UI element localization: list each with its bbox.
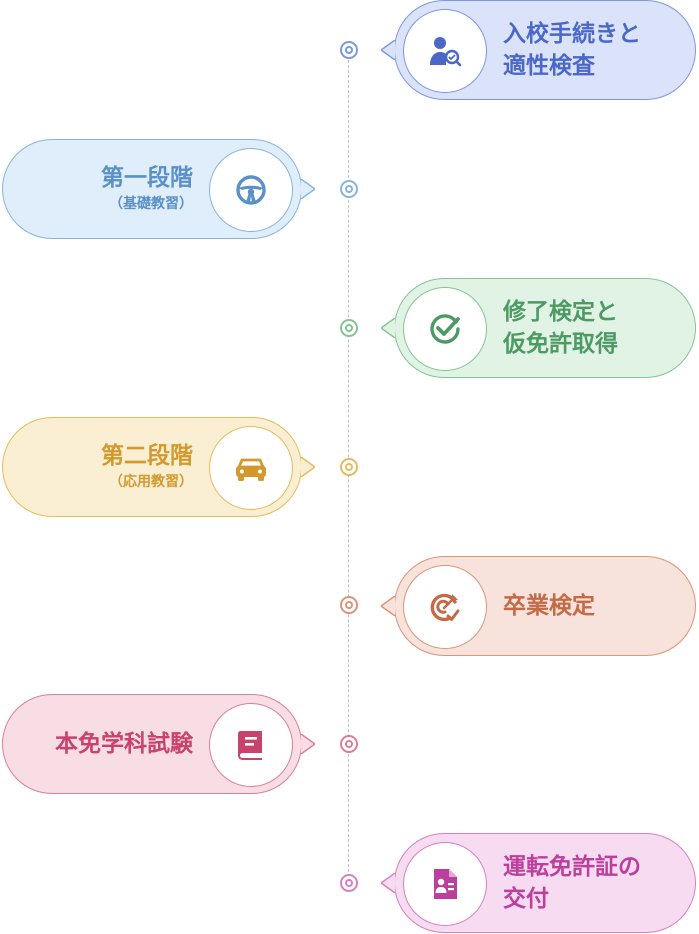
timeline-node-5 — [340, 596, 358, 614]
step-5-label: 卒業検定 — [503, 557, 595, 655]
icon-badge — [403, 565, 487, 649]
timeline-node-6 — [340, 735, 358, 753]
timeline-node-1 — [340, 41, 358, 59]
step-title: 修了検定と — [503, 299, 618, 325]
pointer-arrow — [381, 873, 395, 893]
step-title: 第二段階 — [101, 443, 193, 469]
timeline-node-4 — [340, 458, 358, 476]
icon-badge — [403, 842, 487, 926]
step-6-label: 本免学科試験 — [55, 695, 193, 793]
target-check-icon — [428, 590, 462, 624]
step-3-label: 修了検定と 仮免許取得 — [503, 279, 618, 377]
timeline-node-2 — [340, 180, 358, 198]
step-subtitle: （基礎教習） — [109, 196, 193, 212]
timeline-node-7 — [340, 874, 358, 892]
pointer-arrow — [381, 40, 395, 60]
step-7-label: 運転免許証の 交付 — [503, 834, 641, 932]
pointer-arrow — [301, 179, 315, 199]
book-icon — [235, 728, 267, 762]
step-title: 運転免許証の — [503, 854, 641, 880]
step-2-card: 第一段階 （基礎教習） — [2, 139, 315, 239]
check-circle-icon — [428, 312, 462, 346]
icon-badge — [209, 148, 293, 232]
step-7-card: 運転免許証の 交付 — [381, 833, 696, 933]
step-5-card: 卒業検定 — [381, 556, 696, 656]
user-search-icon — [428, 34, 462, 68]
step-1-card: 入校手続きと 適性検査 — [381, 0, 696, 100]
step-title: 卒業検定 — [503, 593, 595, 619]
step-3-card: 修了検定と 仮免許取得 — [381, 278, 696, 378]
step-title-line2: 仮免許取得 — [503, 331, 618, 357]
timeline-node-3 — [340, 319, 358, 337]
pointer-arrow — [301, 734, 315, 754]
pointer-arrow — [301, 457, 315, 477]
step-2-label: 第一段階 （基礎教習） — [101, 140, 193, 238]
step-title-line2: 交付 — [503, 886, 549, 912]
icon-badge — [403, 9, 487, 93]
step-title: 入校手続きと — [503, 21, 641, 47]
step-4-card: 第二段階 （応用教習） — [2, 417, 315, 517]
icon-badge — [209, 426, 293, 510]
step-title: 第一段階 — [101, 165, 193, 191]
step-title: 本免学科試験 — [55, 731, 193, 757]
pointer-arrow — [381, 318, 395, 338]
step-title-line2: 適性検査 — [503, 53, 595, 79]
icon-badge — [403, 287, 487, 371]
steering-wheel-icon — [234, 173, 268, 207]
step-4-label: 第二段階 （応用教習） — [101, 418, 193, 516]
car-icon — [233, 451, 269, 485]
icon-badge — [209, 703, 293, 787]
step-subtitle: （応用教習） — [109, 474, 193, 490]
pointer-arrow — [381, 596, 395, 616]
license-card-icon — [429, 867, 461, 901]
step-6-card: 本免学科試験 — [2, 694, 315, 794]
step-1-label: 入校手続きと 適性検査 — [503, 1, 641, 99]
